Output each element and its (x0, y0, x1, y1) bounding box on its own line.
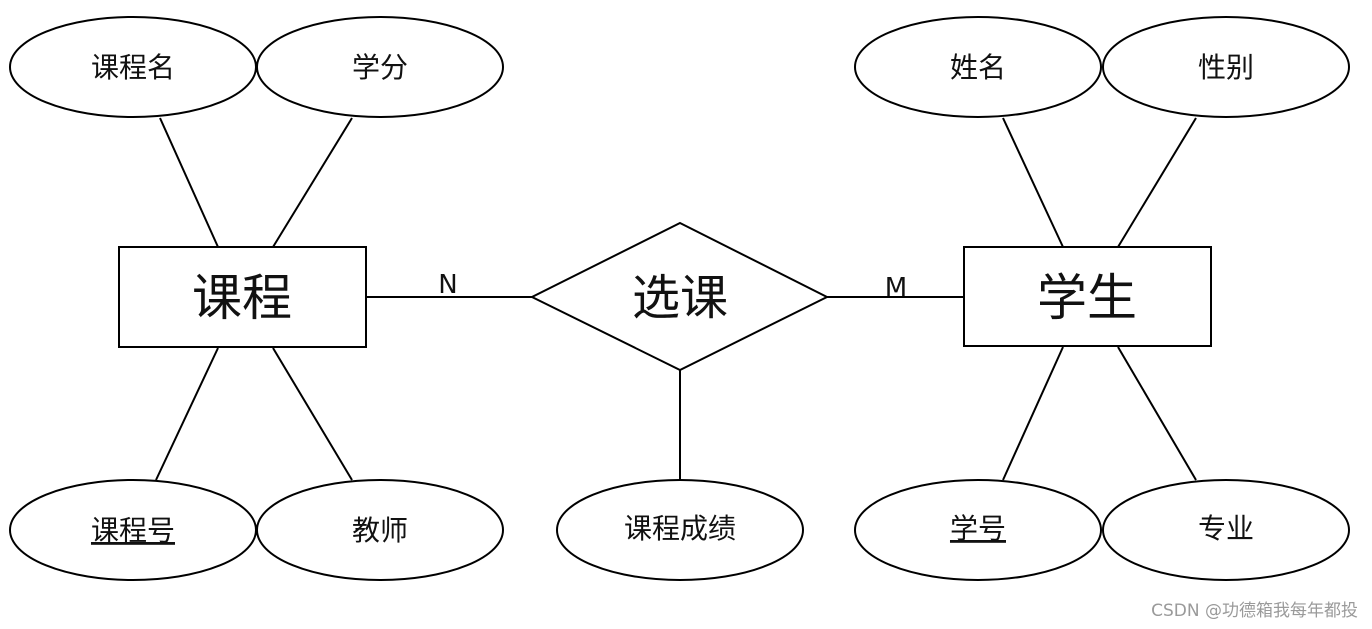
attribute-course-credit-ellipse (256, 16, 504, 118)
watermark: CSDN @功德箱我每年都投 (1151, 601, 1358, 621)
attribute-course-teacher-label: 教师 (352, 514, 408, 547)
relationship-label: 选课 (632, 270, 728, 326)
edge-student-name (1002, 117, 1064, 248)
attribute-student-gender-label: 性别 (1198, 51, 1254, 84)
entity-student-label: 学生 (1037, 269, 1137, 327)
attribute-student-major: 专业 (1102, 479, 1350, 581)
entity-course-label: 课程 (192, 269, 292, 327)
entity-course: 课程 (118, 246, 367, 348)
edge-course-credit (272, 117, 353, 248)
attribute-course-grade-label: 课程成绩 (624, 512, 736, 545)
edge-student-major (1117, 346, 1197, 481)
relationship-enroll: 选课 (529, 221, 830, 372)
attribute-course-teacher: 教师 (256, 479, 504, 581)
cardinality-course: N (438, 270, 457, 300)
attribute-course-grade: 课程成绩 (556, 479, 804, 581)
edge-student-gender (1117, 117, 1197, 248)
attribute-student-major-ellipse (1102, 479, 1350, 581)
attribute-student-id-label: 学号 (950, 512, 1006, 545)
edge-course-teacher (272, 347, 353, 481)
attribute-student-name-ellipse (854, 16, 1102, 118)
attribute-course-credit-label: 学分 (352, 51, 408, 84)
attribute-student-id: 学号 (854, 479, 1102, 581)
edge-course-name (159, 117, 219, 248)
attribute-course-id-label: 课程号 (91, 514, 175, 547)
attribute-course-id: 课程号 (9, 479, 257, 581)
attribute-course-grade-ellipse (556, 479, 804, 581)
attribute-student-major-label: 专业 (1198, 512, 1254, 545)
attribute-student-name-label: 姓名 (950, 51, 1006, 84)
attribute-student-id-ellipse (854, 479, 1102, 581)
entity-student-box (963, 246, 1212, 347)
connectors (155, 117, 1197, 481)
attribute-student-gender: 性别 (1102, 16, 1350, 118)
attribute-course-name: 课程名 (9, 16, 257, 118)
attribute-student-name: 姓名 (854, 16, 1102, 118)
attribute-course-credit: 学分 (256, 16, 504, 118)
edge-student-id (1002, 346, 1064, 481)
entity-course-box (118, 246, 367, 348)
attribute-course-name-label: 课程名 (91, 51, 175, 84)
relationship-diamond (529, 221, 830, 372)
cardinality-student: M (885, 273, 907, 303)
attribute-student-gender-ellipse (1102, 16, 1350, 118)
entity-student: 学生 (963, 246, 1212, 347)
edge-course-id (155, 347, 219, 481)
attribute-course-teacher-ellipse (256, 479, 504, 581)
